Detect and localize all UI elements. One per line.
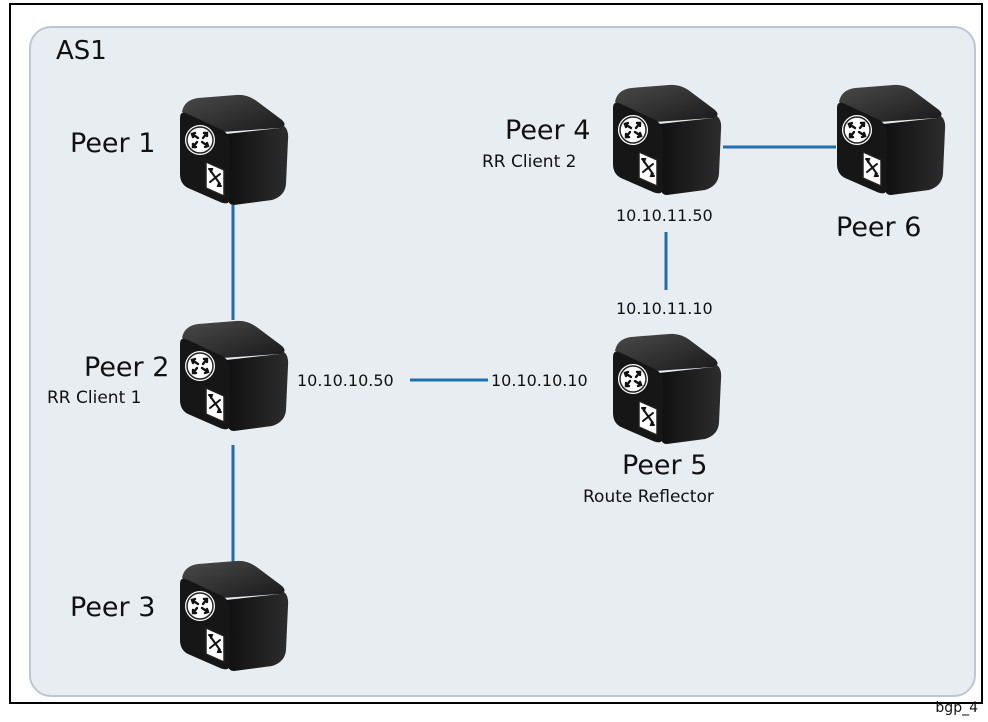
ip-peer2-to-peer5: 10.10.10.50 — [297, 371, 394, 390]
router-icon-peer2 — [176, 318, 291, 437]
figure-id-label: bgp_4 — [935, 700, 978, 716]
peer3-label: Peer 3 — [70, 592, 156, 623]
peer5-sublabel: Route Reflector — [583, 487, 714, 507]
router-icon-peer4 — [609, 82, 724, 201]
ip-peer5-to-peer4: 10.10.11.10 — [616, 299, 713, 318]
peer4-sublabel: RR Client 2 — [482, 152, 577, 172]
peer1-label: Peer 1 — [70, 128, 156, 159]
peer4-label: Peer 4 — [505, 115, 591, 146]
as1-label: AS1 — [56, 36, 107, 66]
peer2-label: Peer 2 — [84, 352, 170, 383]
ip-peer4-to-peer5: 10.10.11.50 — [616, 206, 713, 225]
router-icon-peer3 — [176, 558, 291, 677]
router-icon-peer5 — [609, 331, 724, 450]
ip-peer5-to-peer2: 10.10.10.10 — [491, 371, 588, 390]
router-icon-peer6 — [833, 82, 948, 201]
peer2-sublabel: RR Client 1 — [47, 388, 142, 408]
router-icon-peer1 — [176, 92, 291, 211]
peer6-label: Peer 6 — [836, 212, 922, 243]
peer5-label: Peer 5 — [622, 450, 708, 481]
